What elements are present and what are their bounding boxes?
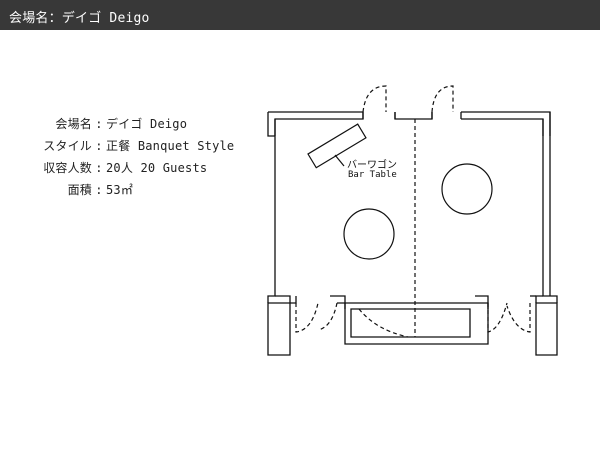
wall-right-long <box>542 119 550 297</box>
door-swing-bottom-left-b <box>317 302 338 331</box>
info-label: スタイル <box>43 139 92 153</box>
info-row-venue: 会場名:デイゴ Deigo <box>0 115 187 132</box>
door-swing-top-left <box>362 85 387 113</box>
info-separator: : <box>95 117 103 131</box>
door-swing-bottom-right-b <box>506 303 531 333</box>
wall-bottom-stub-left <box>290 296 297 304</box>
info-separator: : <box>95 161 103 175</box>
wall-top-center <box>394 112 433 120</box>
door-swing-bottom-right-a <box>487 302 508 333</box>
wall-bottom-right-inner <box>535 295 543 303</box>
wall-bottom-left-inner <box>275 295 291 303</box>
info-value: 20人 20 Guests <box>106 161 208 175</box>
door-swing-alcove <box>358 308 409 338</box>
info-value: 53㎡ <box>106 183 134 197</box>
wall-bottom-right <box>535 302 558 356</box>
bar-label-ja: バーワゴン <box>347 158 397 171</box>
wall-bottom-stub-left-2 <box>330 295 346 304</box>
header-title: 会場名：デイゴ Deigo <box>9 11 150 26</box>
info-separator: : <box>95 139 103 153</box>
wall-top-left <box>268 111 364 136</box>
round-table <box>441 163 493 215</box>
info-row-capacity: 収容人数:20人 20 Guests <box>0 159 207 176</box>
round-table <box>343 208 395 260</box>
door-swing-bottom-left-a <box>295 302 319 333</box>
alcove-top <box>344 303 489 309</box>
wall-bottom-left <box>267 302 291 356</box>
info-label: 面積 <box>67 183 92 197</box>
door-swing-top-right <box>431 85 454 113</box>
alcove-outer <box>344 302 489 345</box>
wall-left-long <box>267 119 276 303</box>
info-label: 会場名 <box>55 117 92 131</box>
wall-right-cap <box>550 295 558 303</box>
alcove-inner <box>350 308 471 338</box>
venue-info: 会場名:デイゴ Deigo スタイル:正餐 Banquet Style 収容人数… <box>0 0 240 200</box>
wall-inner-top-right <box>461 118 544 136</box>
wall-bottom-stub-right <box>475 295 489 303</box>
info-label: 収容人数 <box>43 161 92 175</box>
info-value: 正餐 Banquet Style <box>106 139 235 153</box>
bar-wagon <box>307 123 367 169</box>
wall-top-right <box>461 111 551 136</box>
header-bar: 会場名：デイゴ Deigo <box>0 0 600 30</box>
door-jamb <box>362 112 462 119</box>
wall-left <box>267 112 275 137</box>
info-row-area: 面積:53㎡ <box>0 181 133 198</box>
info-value: デイゴ Deigo <box>106 117 188 131</box>
info-row-style: スタイル:正餐 Banquet Style <box>0 137 234 154</box>
bar-wagon-leader <box>334 154 345 167</box>
info-separator: : <box>95 183 103 197</box>
bar-label-en: Bar Table <box>348 170 397 180</box>
